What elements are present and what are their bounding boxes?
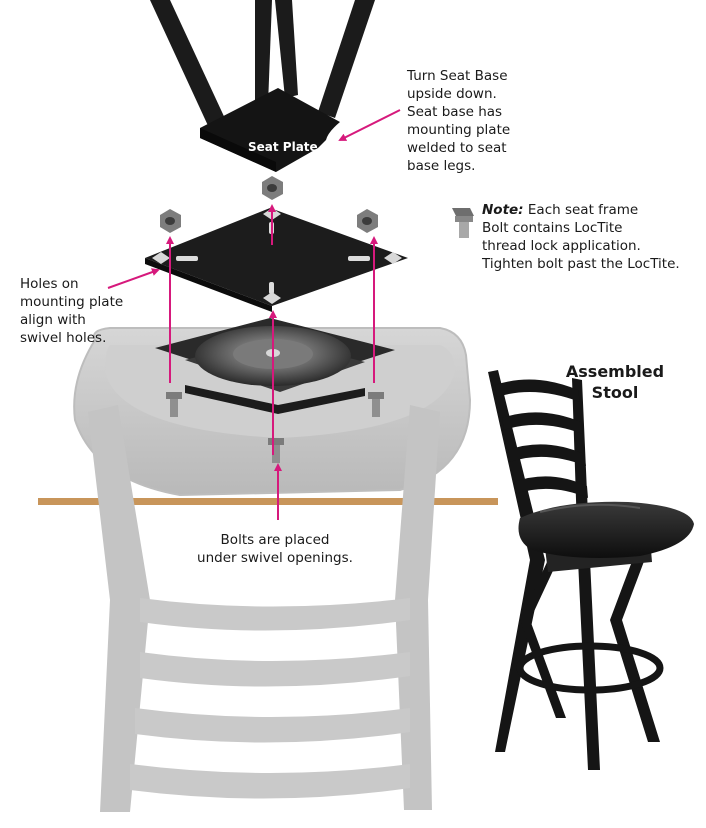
note-text: Each seat frame Bolt contains LocTite th… [482,202,680,272]
upturned-chair [73,327,472,812]
seat-plate-label: Seat Plate [248,140,318,154]
stool-leg [610,540,660,742]
bolt-icon [452,208,474,238]
bolts-placed-label: Bolts are placed under swivel openings. [197,532,353,566]
stool-footring [516,642,664,694]
assembled-stool-title: Assembled Stool [565,362,665,402]
seat-base-leg [275,0,298,98]
stool-leg [572,378,600,770]
holes-align-label: Holes on mounting plate align with swive… [20,276,124,346]
seat-base: Seat Plate [150,0,375,172]
stool-backrest-slat [514,476,588,498]
bolt-icon [268,438,284,463]
hex-nut-icon [262,176,283,200]
bolt-icon [368,392,384,417]
arrow-icon [107,109,401,520]
note-label: Note: Each seat frame Bolt contains LocT… [482,201,697,273]
hex-nut-icon [357,209,378,233]
assembled-stool [488,370,694,770]
seat-base-leg [318,0,375,118]
chair-leg-left [88,405,150,812]
chair-back-slat [135,708,410,743]
stool-backrest-slat [495,379,580,402]
stool-backrest-slat [508,444,586,466]
stool-leg [520,560,566,718]
note-heading: Note: [482,202,524,218]
stool-backrest-slat [502,412,583,434]
turn-seat-base-label: Turn Seat Base upside down. Seat base ha… [407,68,511,174]
chair-back-slat [130,764,410,799]
stool-seat-cushion [518,501,694,558]
seat-base-leg [255,0,272,108]
seat-base-leg [150,0,228,130]
hex-nut-icon [160,209,181,233]
floor-board [38,498,498,505]
bolt-icon [166,392,182,417]
chair-back-slat [140,598,410,631]
stool-leg [488,370,545,752]
mounting-plate [145,208,408,312]
chair-back-slat [140,652,410,687]
